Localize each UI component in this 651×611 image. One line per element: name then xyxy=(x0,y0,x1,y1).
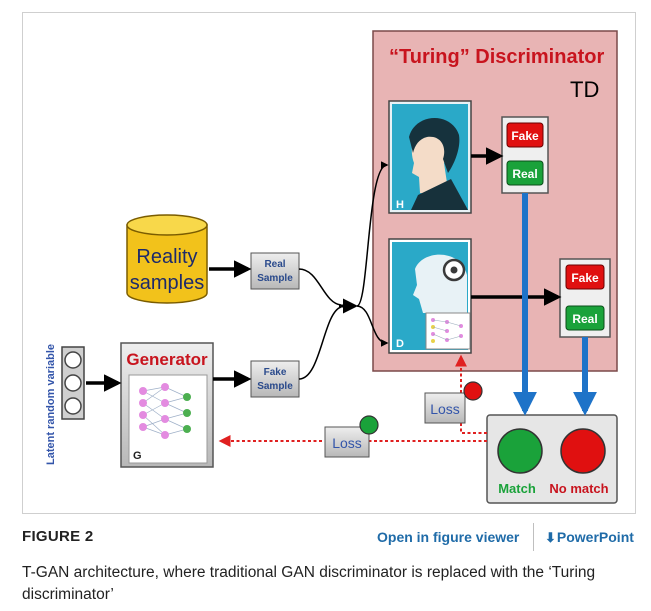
td-abbrev: TD xyxy=(570,77,599,102)
latent-label: Latent random variable xyxy=(45,344,57,465)
human-label: H xyxy=(396,199,404,211)
download-arrow-icon: ⬇ xyxy=(545,530,556,545)
fake-label-lower: Fake xyxy=(571,271,599,285)
fake-sample-box xyxy=(250,360,300,398)
real-sample-label-2: Sample xyxy=(257,273,293,284)
mini-neural-net-icon xyxy=(431,318,463,343)
td-title: “Turing” Discriminator xyxy=(389,46,604,68)
reality-database-icon xyxy=(126,214,208,304)
no-match-label: No match xyxy=(549,481,608,496)
loss-label-generator: Loss xyxy=(332,435,362,451)
match-label: Match xyxy=(498,481,536,496)
fake-label-upper: Fake xyxy=(511,129,539,143)
fake-button-upper xyxy=(506,122,544,148)
robot-head-icon xyxy=(413,254,467,313)
figure-caption: T-GAN architecture, where traditional GA… xyxy=(22,564,596,603)
no-match-light xyxy=(560,428,606,474)
powerpoint-link[interactable]: ⬇PowerPoint xyxy=(545,529,634,546)
reality-label-2: samples xyxy=(130,272,204,294)
real-label-lower: Real xyxy=(572,312,597,326)
real-sample-box xyxy=(250,252,300,290)
route-to-human xyxy=(356,161,389,307)
real-label-upper: Real xyxy=(512,167,537,181)
tgan-diagram: “Turing” Discriminator TD H D Fake Real … xyxy=(45,30,618,504)
figure-frame: “Turing” Discriminator TD H D Fake Real … xyxy=(22,12,636,514)
neural-network-icon xyxy=(139,383,191,439)
fake-sample-label-1: Fake xyxy=(264,367,287,378)
fake-button-lower xyxy=(565,264,605,290)
loss-indicator-red xyxy=(463,381,483,401)
generator-title: Generator xyxy=(126,350,208,369)
link-divider xyxy=(533,523,534,551)
figure-label: FIGURE 2 xyxy=(22,528,94,545)
route-to-machine xyxy=(356,305,389,347)
real-button-lower xyxy=(565,305,605,331)
generator-label: G xyxy=(133,450,142,462)
loss-indicator-green xyxy=(359,415,379,435)
loss-label-discriminator: Loss xyxy=(430,401,460,417)
human-head-icon xyxy=(409,117,468,210)
match-light xyxy=(497,428,543,474)
reality-label: Reality xyxy=(136,246,197,268)
real-button-upper xyxy=(506,160,544,186)
machine-label: D xyxy=(396,338,404,350)
latent-vector-icon xyxy=(61,346,85,420)
loss-box-generator xyxy=(324,426,370,458)
loss-box-discriminator xyxy=(424,392,466,424)
route-fake-sample xyxy=(298,306,342,380)
route-real-sample xyxy=(298,268,342,306)
fake-sample-label-2: Sample xyxy=(257,381,293,392)
real-sample-label-1: Real xyxy=(264,259,285,270)
open-figure-viewer-link[interactable]: Open in figure viewer xyxy=(377,529,520,545)
powerpoint-label: PowerPoint xyxy=(556,529,634,545)
